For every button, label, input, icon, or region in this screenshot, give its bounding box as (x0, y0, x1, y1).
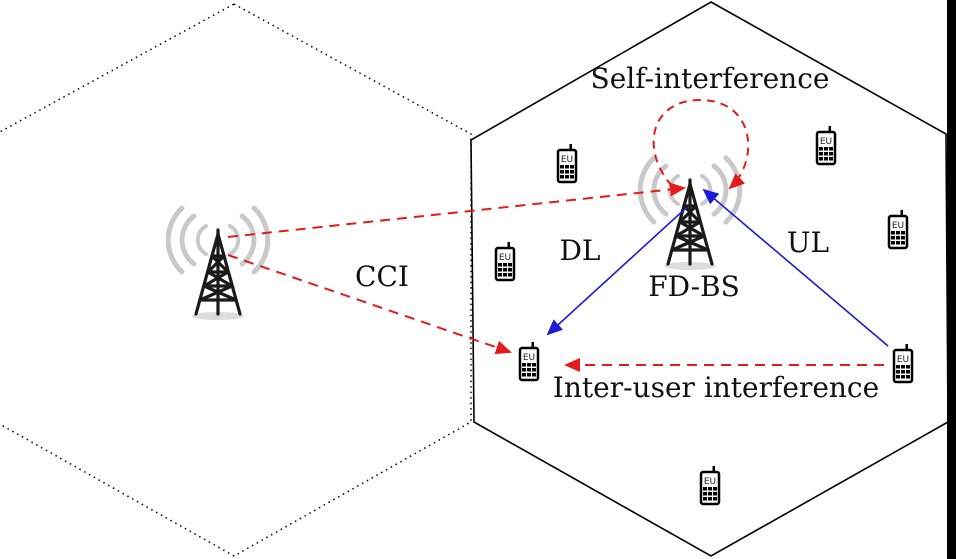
downlink-arrow (546, 207, 687, 336)
svg-text:EU: EU (561, 155, 573, 165)
fd-bs-tower-icon (640, 158, 740, 270)
svg-text:EU: EU (892, 221, 904, 231)
svg-text:EU: EU (499, 253, 511, 263)
mobile-phone-icon: EU (887, 208, 909, 250)
mobile-phone-icon: EU (494, 240, 516, 282)
ul-label: UL (787, 226, 829, 259)
mobile-phone-icon: EU (815, 124, 837, 166)
dl-user-phone-icon: EU (518, 340, 540, 382)
self-interference-label: Self-interference (591, 62, 830, 95)
svg-text:EU: EU (897, 355, 909, 365)
svg-text:EU: EU (523, 353, 535, 363)
cci-to-fd-bs-arrow (227, 182, 686, 238)
inter-user-interference-label: Inter-user interference (553, 371, 879, 404)
svg-text:EU: EU (820, 137, 832, 147)
svg-text:EU: EU (704, 477, 716, 487)
mobile-phone-icon: EU (556, 142, 578, 184)
self-interference-loop-arrow (652, 98, 750, 190)
mobile-phone-icon: EU (699, 464, 721, 506)
serving-cell-boundary (470, 1, 949, 557)
neighbor-cell-boundary (0, 3, 472, 557)
ul-user-phone-icon: EU (892, 342, 914, 384)
dl-label: DL (559, 234, 600, 267)
cci-label: CCI (355, 260, 409, 293)
fd-bs-label: FD-BS (648, 270, 740, 303)
right-edge-bar (947, 0, 956, 559)
uplink-arrow (702, 188, 889, 347)
